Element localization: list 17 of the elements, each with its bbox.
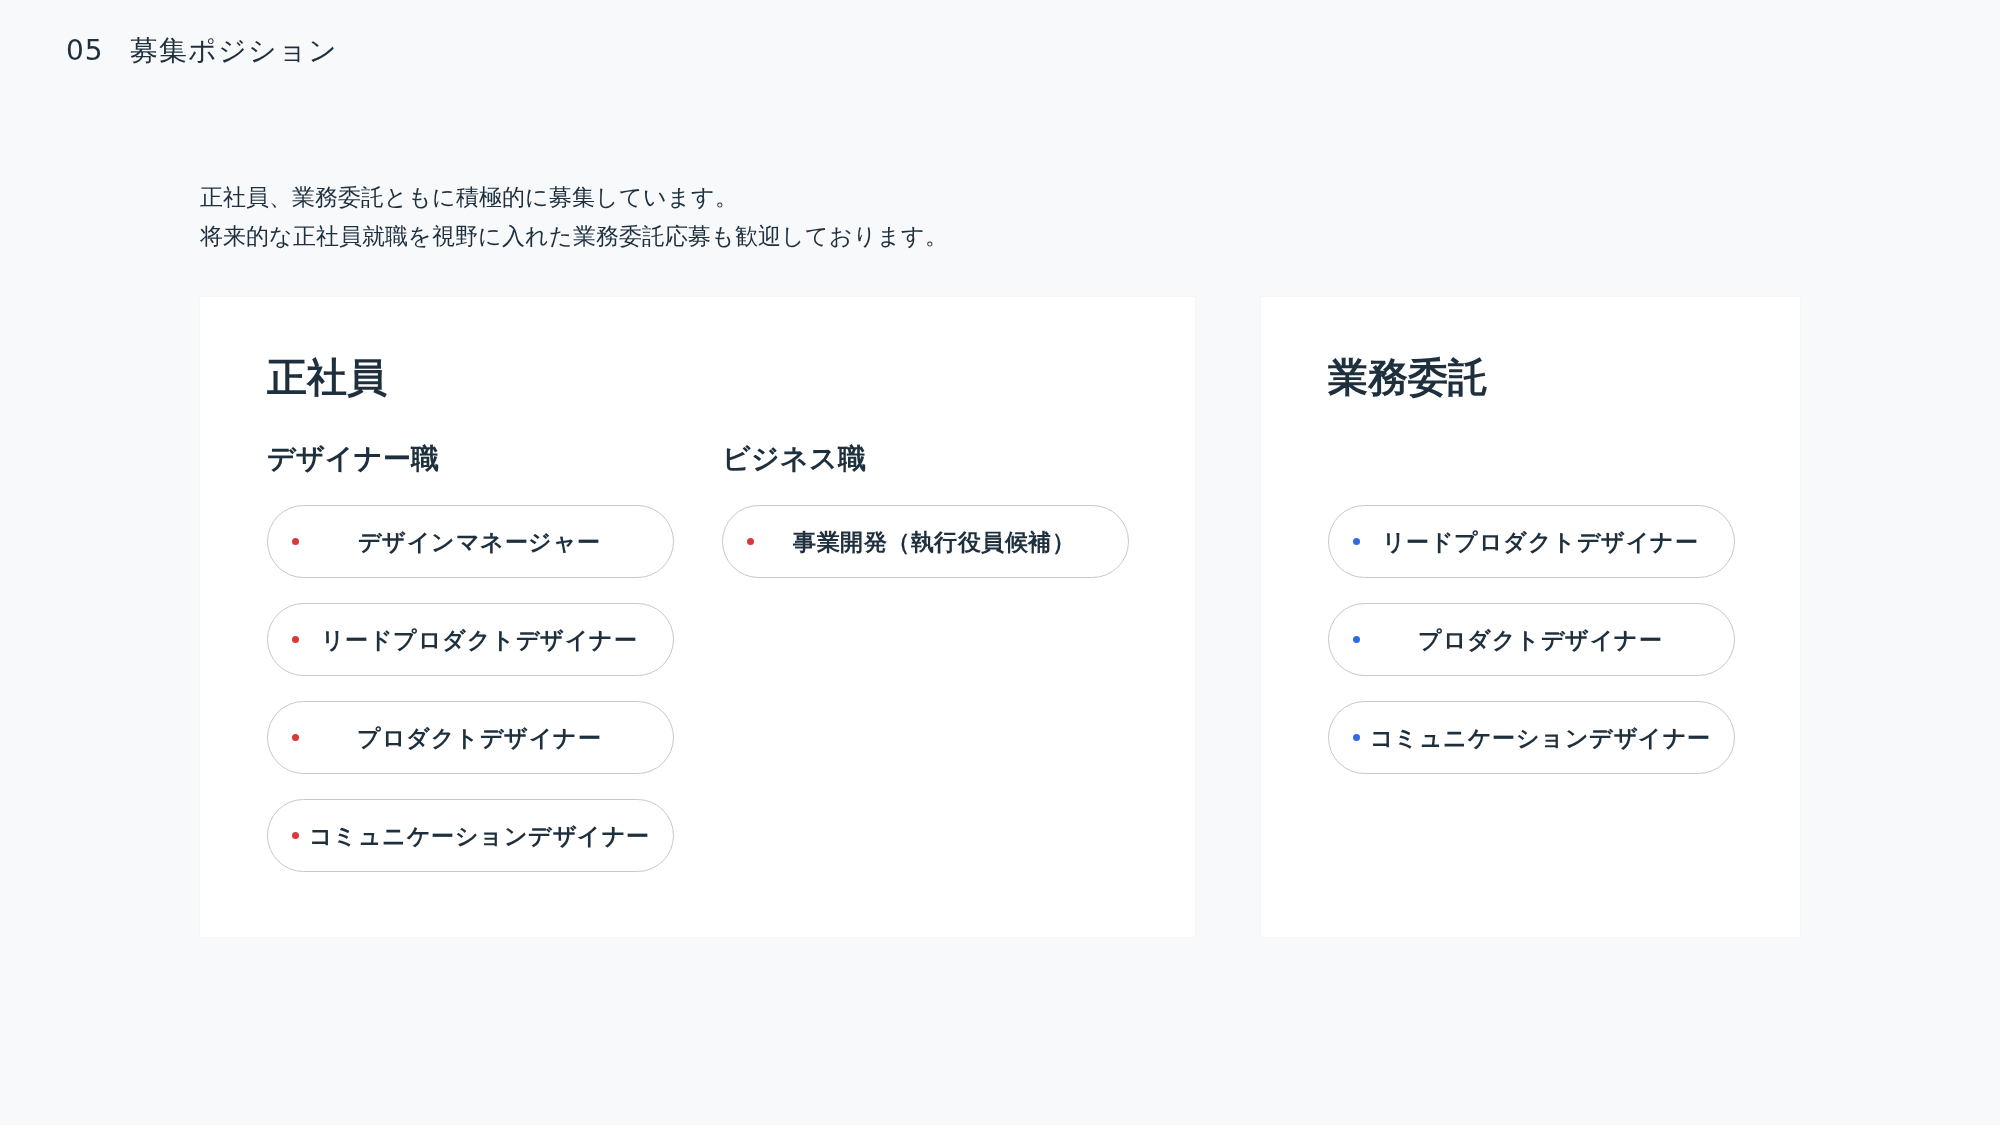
- intro-text: 正社員、業務委託ともに積極的に募集しています。: [200, 183, 738, 212]
- position-label: コミュニケーションデザイナー: [307, 821, 651, 851]
- category-panel: [200, 297, 1195, 937]
- section-heading: デザイナー職: [267, 441, 439, 477]
- section-heading: ビジネス職: [722, 441, 866, 477]
- page-title: 05 募集ポジション: [66, 33, 338, 69]
- position-label: プロダクトデザイナー: [356, 723, 602, 753]
- position-label: プロダクトデザイナー: [1417, 625, 1663, 655]
- intro-text: 将来的な正社員就職を視野に入れた業務委託応募も歓迎しております。: [200, 222, 948, 251]
- position-label: デザインマネージャー: [356, 527, 602, 557]
- position-label: コミュニケーションデザイナー: [1368, 723, 1712, 753]
- category-panel: [1261, 297, 1800, 937]
- panel-heading: 正社員: [267, 353, 387, 402]
- panel-heading: 業務委託: [1328, 353, 1488, 402]
- position-label: リードプロダクトデザイナー: [1380, 527, 1700, 557]
- position-label: リードプロダクトデザイナー: [319, 625, 639, 655]
- position-label: 事業開発（執行役員候補）: [792, 527, 1076, 557]
